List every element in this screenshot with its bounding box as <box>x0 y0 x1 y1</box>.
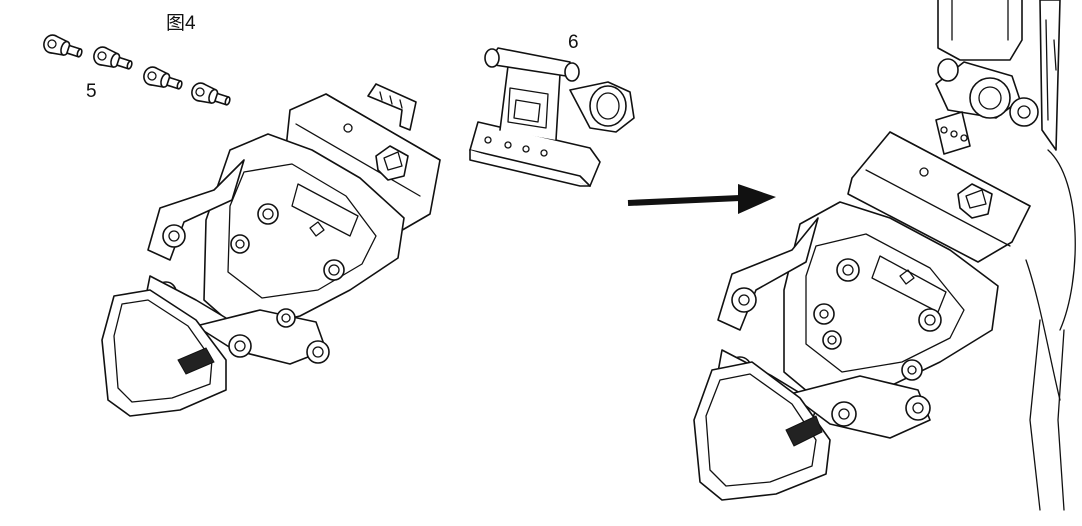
direction-arrow <box>627 184 776 214</box>
screw-4 <box>191 82 231 106</box>
screw-1 <box>43 34 83 58</box>
gripper-unassembled <box>101 83 441 417</box>
screw-3 <box>143 66 183 90</box>
part-label-adapter: 6 <box>568 32 579 53</box>
figure-title: 图4 <box>166 13 196 34</box>
gripper-assembled <box>693 0 1076 511</box>
screw-2 <box>93 46 133 70</box>
screw-set <box>43 34 231 106</box>
adapter-bracket <box>469 47 635 187</box>
part-label-screws: 5 <box>86 81 97 102</box>
